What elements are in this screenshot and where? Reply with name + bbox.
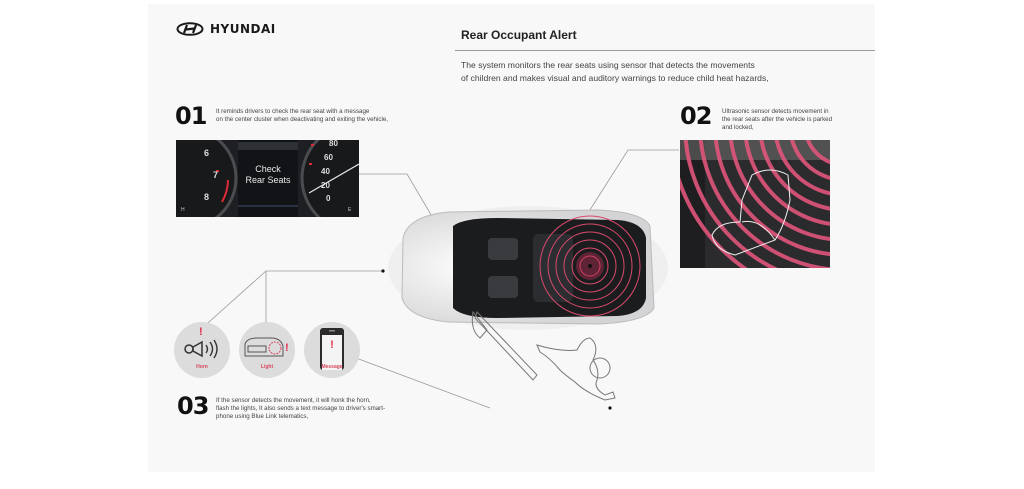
- ultrasonic-sensor-image: [680, 140, 830, 268]
- brand-logo: HYUNDAI: [176, 22, 276, 36]
- car-top-view-illustration: [388, 198, 678, 343]
- step-line: Ultrasonic sensor detects movement in: [722, 108, 829, 115]
- title-divider: [455, 50, 875, 51]
- brand-name: HYUNDAI: [210, 22, 276, 36]
- horn-icon: [184, 339, 218, 359]
- gauge-letter: H: [181, 207, 185, 213]
- step-line: If the sensor detects the movement, it w…: [216, 397, 371, 404]
- person-illustration: [471, 310, 616, 401]
- speed-tick: 20: [321, 181, 330, 190]
- speed-tick: 80: [329, 140, 338, 148]
- svg-text:!: !: [330, 339, 334, 351]
- instrument-cluster-image: Check Rear Seats 6 7 8 H 80 60 40 20 0 E: [176, 140, 359, 217]
- tach-tick: 8: [204, 192, 210, 202]
- speed-tick: 40: [321, 167, 330, 176]
- speed-tick: 0: [326, 194, 331, 203]
- step-line: and locked,: [722, 124, 754, 131]
- alert-label: Horn: [196, 364, 208, 370]
- step-line: phone using Blue Link telematics,: [216, 413, 309, 420]
- intro-text: The system monitors the rear seats using…: [461, 59, 861, 85]
- car-icon: [388, 206, 668, 330]
- step-text-01: It reminds drivers to check the rear sea…: [216, 108, 456, 124]
- alert-message: ! Message: [304, 322, 360, 378]
- cluster-gauges: [176, 140, 359, 217]
- sensor-waves: [680, 140, 830, 268]
- step-line: the rear seats after the vehicle is park…: [722, 116, 833, 123]
- step-text-02: Ultrasonic sensor detects movement in th…: [722, 108, 872, 132]
- step-number-02: 02: [680, 102, 712, 130]
- step-line: It reminds drivers to check the rear sea…: [216, 108, 370, 115]
- car-light-icon: [244, 337, 284, 357]
- smartphone-message-icon: !: [320, 328, 344, 370]
- intro-line: The system monitors the rear seats using…: [461, 60, 755, 70]
- alert-horn: ! Horn: [174, 322, 230, 378]
- step-line: flash the lights, It also sends a text m…: [216, 405, 386, 412]
- page-title: Rear Occupant Alert: [461, 28, 577, 42]
- message-line: Rear Seats: [245, 175, 291, 185]
- tach-tick: 7: [213, 170, 219, 180]
- tach-tick: 6: [204, 148, 210, 158]
- hyundai-logo-icon: [176, 22, 204, 36]
- step-number-03: 03: [177, 392, 209, 420]
- alert-label: Message: [321, 364, 343, 370]
- check-rear-seats-message: Check Rear Seats: [238, 164, 298, 186]
- step-text-03: If the sensor detects the movement, it w…: [216, 397, 476, 421]
- gauge-letter: E: [348, 207, 352, 213]
- step-number-01: 01: [175, 102, 207, 130]
- step-line: on the center cluster when deactivating …: [216, 116, 388, 123]
- intro-line: of children and makes visual and auditor…: [461, 73, 769, 83]
- warning-icon: !: [285, 342, 289, 354]
- warning-icon: !: [199, 326, 203, 338]
- message-line: Check: [255, 164, 281, 174]
- alert-light: ! Light: [239, 322, 295, 378]
- speed-tick: 60: [324, 153, 333, 162]
- alert-label: Light: [260, 364, 274, 370]
